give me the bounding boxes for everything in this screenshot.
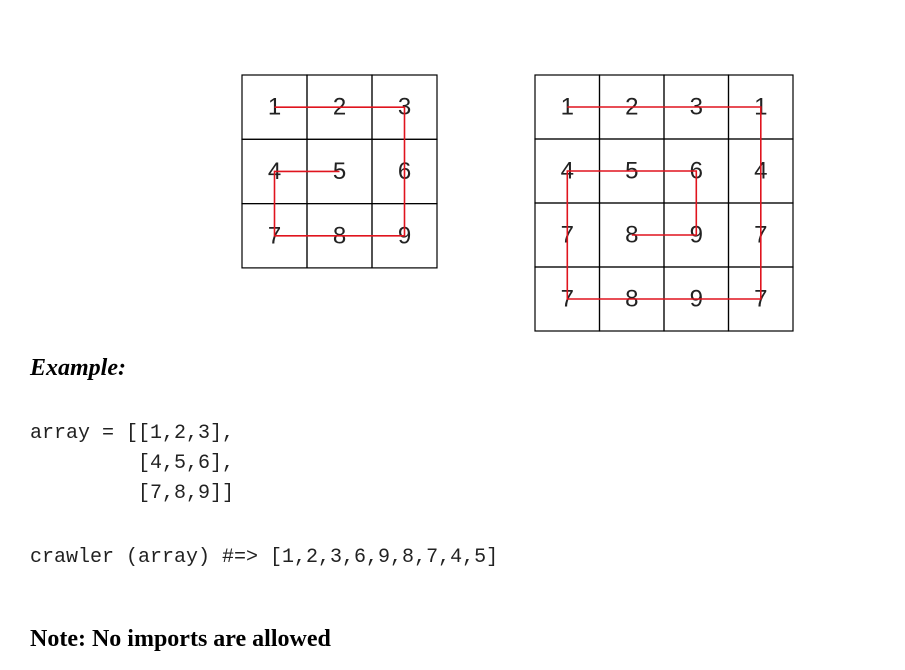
example-heading: Example: [30, 355, 126, 381]
code-line-array-2: [4,5,6], [30, 452, 235, 475]
spiral-path [273, 106, 406, 237]
cell-number: 8 [625, 222, 638, 249]
code-line-array-1: array = [[1,2,3], [30, 422, 235, 445]
spiral-path [566, 106, 762, 300]
cell-number: 1 [561, 94, 574, 121]
note-text: Note: No imports are allowed [30, 626, 331, 652]
code-line-crawler-result: crawler (array) #=> [1,2,3,6,9,8,7,4,5] [30, 546, 499, 569]
code-line-array-3: [7,8,9]] [30, 482, 235, 505]
